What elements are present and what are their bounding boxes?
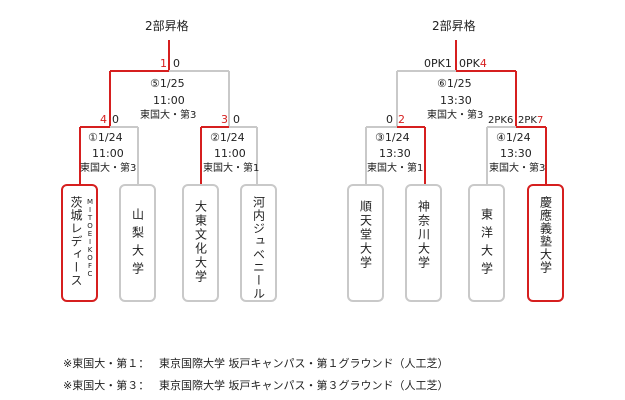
right-semi2-time: 13:30 <box>500 147 532 160</box>
team-box-daito-bunka[interactable]: 大東文化大学 <box>182 184 219 302</box>
right-final-time: 13:30 <box>440 94 472 107</box>
team-box-kanagawa[interactable]: 神奈川大学 <box>405 184 442 302</box>
team-box-yamanashi[interactable]: 山梨大学 <box>119 184 156 302</box>
team-box-ibaraki[interactable]: 茨城レディース MITOEIKOFC <box>61 184 98 302</box>
right-final-num-date: ⑥1/25 <box>437 77 472 90</box>
right-top-label: 2部昇格 <box>432 19 476 33</box>
left-final-time: 11:00 <box>153 94 185 107</box>
left-semi2-num-date: ②1/24 <box>210 131 245 144</box>
left-semi1-venue: 東国大・第3 <box>80 163 137 174</box>
team-name: 河内ジュベニール <box>251 196 266 300</box>
left-final-num-date: ⑤1/25 <box>150 77 185 90</box>
left-final-score-left: 1 <box>160 57 167 70</box>
right-semi1-time: 13:30 <box>379 147 411 160</box>
footer-note-1: ※東国大・第１： 東京国際大学 坂戸キャンパス・第１グラウンド（人工芝） <box>63 355 449 371</box>
team-name: 山梨大学 <box>130 208 145 280</box>
footer-note-2: ※東国大・第３： 東京国際大学 坂戸キャンパス・第３グラウンド（人工芝） <box>63 377 449 393</box>
left-semi2-time: 11:00 <box>214 147 246 160</box>
team-name: 神奈川大学 <box>416 200 431 270</box>
right-semi1-score-left: 0 <box>386 113 393 126</box>
left-final-score-right: 0 <box>173 57 180 70</box>
right-final-score-left: 0PK1 <box>424 57 452 70</box>
left-semi1-score-right: 0 <box>112 113 119 126</box>
team-box-juntendo[interactable]: 順天堂大学 <box>347 184 384 302</box>
team-name: 順天堂大学 <box>358 200 373 270</box>
team-box-kawachi[interactable]: 河内ジュベニール <box>240 184 277 302</box>
footer-label: ※東国大・第３： <box>63 379 150 392</box>
team-name: 大東文化大学 <box>193 200 208 284</box>
team-box-toyo[interactable]: 東洋大学 <box>468 184 505 302</box>
team-name: 茨城レディース <box>69 196 83 287</box>
left-final-venue: 東国大・第3 <box>140 110 197 121</box>
team-name: 東洋大学 <box>479 208 494 280</box>
right-final-venue: 東国大・第3 <box>427 110 484 121</box>
right-semi1-score-right: 2 <box>398 113 405 126</box>
footer-label: ※東国大・第１： <box>63 357 150 370</box>
left-top-label: 2部昇格 <box>145 19 189 33</box>
left-semi1-time: 11:00 <box>92 147 124 160</box>
right-final-score-right: 0PK4 <box>459 57 487 70</box>
footer-value: 東京国際大学 坂戸キャンパス・第３グラウンド（人工芝） <box>159 379 449 392</box>
right-semi2-score-right: 2PK7 <box>518 115 544 126</box>
right-semi2-venue: 東国大・第3 <box>489 163 546 174</box>
right-semi1-num-date: ③1/24 <box>375 131 410 144</box>
team-name: 慶應義塾大学 <box>538 196 553 274</box>
left-semi1-num-date: ①1/24 <box>88 131 123 144</box>
team-subname: MITOEIKOFC <box>86 198 94 278</box>
left-semi2-score-right: 0 <box>233 113 240 126</box>
right-semi2-score-left: 2PK6 <box>488 115 514 126</box>
left-semi2-score-left: 3 <box>221 113 228 126</box>
left-semi1-score-left: 4 <box>100 113 107 126</box>
team-box-keio[interactable]: 慶應義塾大学 <box>527 184 564 302</box>
right-semi1-venue: 東国大・第1 <box>367 163 424 174</box>
left-semi2-venue: 東国大・第1 <box>203 163 260 174</box>
right-semi2-num-date: ④1/24 <box>496 131 531 144</box>
footer-value: 東京国際大学 坂戸キャンパス・第１グラウンド（人工芝） <box>159 357 449 370</box>
